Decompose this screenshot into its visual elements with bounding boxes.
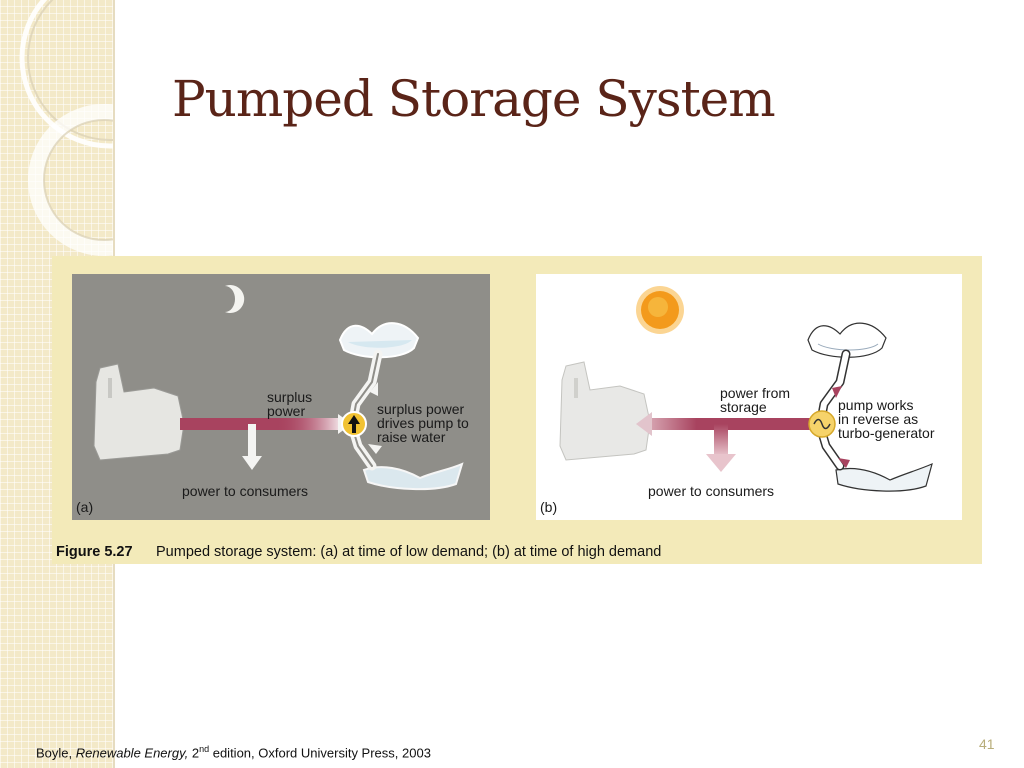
lower-reservoir <box>362 462 464 491</box>
panel-b-diagram <box>559 286 933 492</box>
pump-icon <box>341 411 367 437</box>
power-station-icon <box>93 363 185 461</box>
label-power-to-consumers-b: power to consumers <box>648 483 775 499</box>
decorative-circles <box>19 0 113 256</box>
upper-reservoir <box>338 322 420 359</box>
figure-caption-text: Pumped storage system: (a) at time of lo… <box>156 544 662 560</box>
page-number: 41 <box>979 736 995 752</box>
power-station-icon <box>559 361 651 461</box>
citation-edition-number: 2 <box>188 745 200 761</box>
slide-title: Pumped Storage System <box>172 70 776 128</box>
label-pump-drives: surplus power drives pump to raise water <box>377 401 469 445</box>
label-power-to-consumers-a: power to consumers <box>182 483 309 499</box>
upper-reservoir <box>807 322 887 358</box>
citation-edition-suffix: nd <box>199 744 210 754</box>
panel-a-low-demand: surplus power surplus power drives pump … <box>72 274 490 520</box>
sun-icon <box>636 286 684 334</box>
panel-b-high-demand: power from storage pump works in reverse… <box>536 274 962 520</box>
label-surplus-power: surplus power <box>267 389 313 419</box>
power-line <box>636 412 810 472</box>
label-pump-reverse: pump works in reverse as turbo-generator <box>838 397 935 441</box>
citation-publisher: edition, Oxford University Press, 2003 <box>209 745 431 761</box>
panel-a-tag: (a) <box>76 499 94 515</box>
citation-book-title: Renewable Energy, <box>75 745 189 761</box>
citation-footer: Boyle, Renewable Energy, 2nd edition, Ox… <box>36 744 431 760</box>
power-line <box>180 414 352 470</box>
label-power-from-storage: power from storage <box>720 385 791 415</box>
figure-5-27: surplus power surplus power drives pump … <box>52 256 982 564</box>
lower-reservoir <box>835 462 933 492</box>
flow-arrows <box>368 382 382 454</box>
figure-caption-number: Figure 5.27 <box>56 544 133 560</box>
flow-arrows <box>832 386 850 468</box>
moon-icon <box>225 285 245 313</box>
citation-author: Boyle, <box>36 745 76 761</box>
generator-icon <box>808 410 836 438</box>
panel-b-tag: (b) <box>540 499 558 515</box>
panel-a-diagram <box>93 285 464 491</box>
